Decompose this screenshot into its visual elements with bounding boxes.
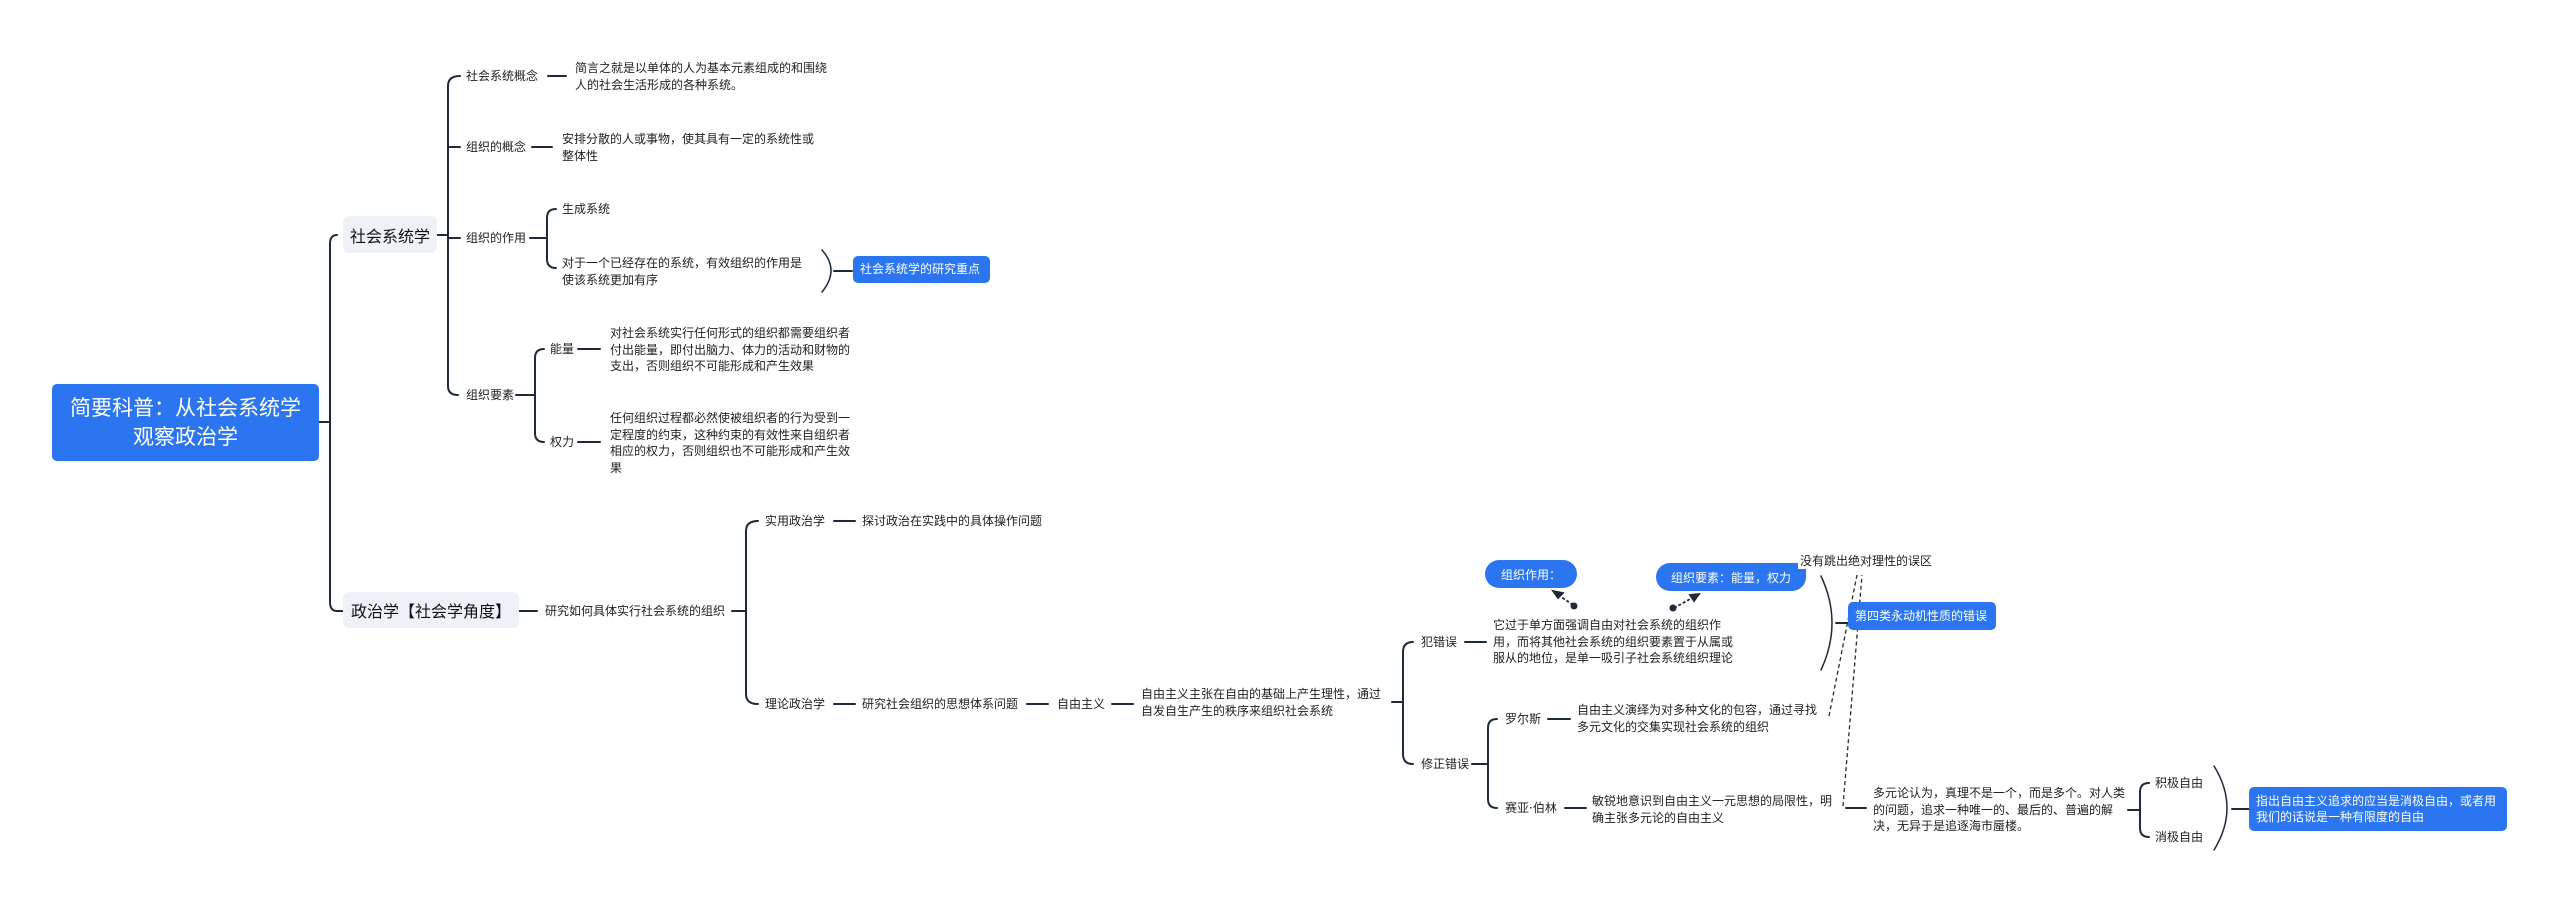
callout-label: 组织作用： [1500,567,1561,582]
topic-energy[interactable]: 能量 [550,342,575,356]
branch-political-science[interactable]: 政治学【社会学角度】 [343,592,519,628]
topic-theoretical-politics[interactable]: 理论政治学 [765,697,826,711]
root-title: 简要科普：从社会系统学观察政治学 [70,395,301,449]
callout-organization-role[interactable]: 组织作用： [1485,560,1577,588]
detail-theoretical-politics[interactable]: 研究社会组织的思想体系问题 [862,697,1019,711]
topic-applied-politics[interactable]: 实用政治学 [765,514,826,528]
topic-isaiah-berlin[interactable]: 赛亚·伯林 [1505,801,1557,815]
topic-mistake[interactable]: 犯错误 [1421,635,1458,649]
detail-power[interactable]: 任何组织过程都必然使被组织者的行为受到一定程度的约束，这种约束的有效性来自组织者… [610,411,851,475]
topic-correction[interactable]: 修正错误 [1421,757,1470,771]
summary-research-focus[interactable]: 社会系统学的研究重点 [853,256,990,283]
topic-positive-liberty[interactable]: 积极自由 [2155,776,2204,790]
topic-social-system-concept[interactable]: 社会系统概念 [466,69,539,83]
topic-existing-system-order[interactable]: 对于一个已经存在的系统，有效组织的作用是使该系统更加有序 [562,256,803,287]
detail-rawls[interactable]: 自由主义演绎为对多种文化的包容，通过寻找多元文化的交集实现社会系统的组织 [1577,703,1818,734]
detail-applied-politics[interactable]: 探讨政治在实践中的具体操作问题 [862,514,1043,528]
topic-power[interactable]: 权力 [550,435,575,449]
summary-limited-freedom[interactable]: 指出自由主义追求的应当是消极自由，或者用我们的话说是一种有限度的自由 [2249,787,2507,831]
topic-organization-role[interactable]: 组织的作用 [466,231,527,245]
branch-label: 社会系统学 [349,226,430,246]
topic-negative-liberty[interactable]: 消极自由 [2155,830,2204,844]
note-absolute-rationality[interactable]: 没有跳出绝对理性的误区 [1798,553,1935,569]
detail-social-system-concept[interactable]: 简言之就是以单体的人为基本元素组成的和围绕人的社会生活形成的各种系统。 [575,61,828,92]
topic-organization-concept[interactable]: 组织的概念 [466,140,527,154]
detail-energy[interactable]: 对社会系统实行任何形式的组织都需要组织者付出能量，即付出脑力、体力的活动和财物的… [610,326,851,373]
detail-mistake[interactable]: 它过于单方面强调自由对社会系统的组织作用，而将其他社会系统的组织要素置于从属或服… [1493,618,1734,665]
callout-organization-elements[interactable]: 组织要素：能量，权力 [1656,563,1806,591]
branch-label: 政治学【社会学角度】 [350,602,511,621]
topic-rawls[interactable]: 罗尔斯 [1505,712,1542,726]
callout-label: 组织要素：能量，权力 [1670,570,1791,585]
branch-social-systems[interactable]: 社会系统学 [343,216,437,253]
detail-organization-concept[interactable]: 安排分散的人或事物，使其具有一定的系统性或整体性 [562,132,815,163]
topic-organization-elements[interactable]: 组织要素 [466,388,515,402]
detail-pluralism[interactable]: 多元论认为，真理不是一个，而是多个。对人类的问题，追求一种唯一的、最后的、普遍的… [1873,786,2126,833]
root-topic[interactable]: 简要科普：从社会系统学观察政治学 [52,384,319,461]
summary-fourth-perpetual-motion-error[interactable]: 第四类永动机性质的错误 [1848,602,1996,630]
topic-politics-definition[interactable]: 研究如何具体实行社会系统的组织 [545,604,726,618]
detail-liberalism[interactable]: 自由主义主张在自由的基础上产生理性，通过自发自生产生的秩序来组织社会系统 [1141,687,1382,718]
topic-generate-system[interactable]: 生成系统 [562,202,611,216]
topic-liberalism[interactable]: 自由主义 [1057,697,1106,711]
detail-isaiah-berlin[interactable]: 敏锐地意识到自由主义一元思想的局限性，明确主张多元论的自由主义 [1592,794,1833,825]
